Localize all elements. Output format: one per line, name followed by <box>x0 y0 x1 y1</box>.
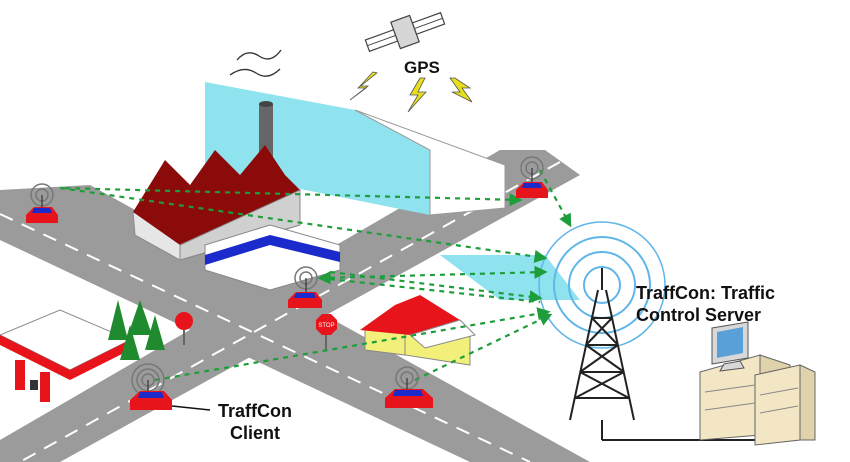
office-building <box>204 224 341 291</box>
car-icon <box>26 156 548 411</box>
client-label-line1: TraffCon <box>218 401 292 421</box>
satellite-icon <box>364 11 446 53</box>
monitor-icon <box>711 321 749 372</box>
factory-icon <box>132 49 301 261</box>
gas-station-icon <box>0 309 132 402</box>
client-label: TraffCon Client <box>218 400 292 444</box>
stop-sign-text: STOP <box>318 323 334 329</box>
stop-sign-icon: STOP <box>175 312 337 350</box>
lightning-icon <box>349 71 473 113</box>
gps-label: GPS <box>404 58 440 77</box>
server-label-line1: TraffCon: Traffic <box>636 283 776 303</box>
radio-tower-icon <box>569 268 761 441</box>
signal-links <box>59 169 572 382</box>
server-rack-icon <box>699 354 816 446</box>
server-label: TraffCon: Traffic Control Server <box>636 282 775 326</box>
server-label-line2: Control Server <box>636 305 762 325</box>
client-label-line2: Client <box>229 423 280 443</box>
tree-icon <box>108 300 165 360</box>
